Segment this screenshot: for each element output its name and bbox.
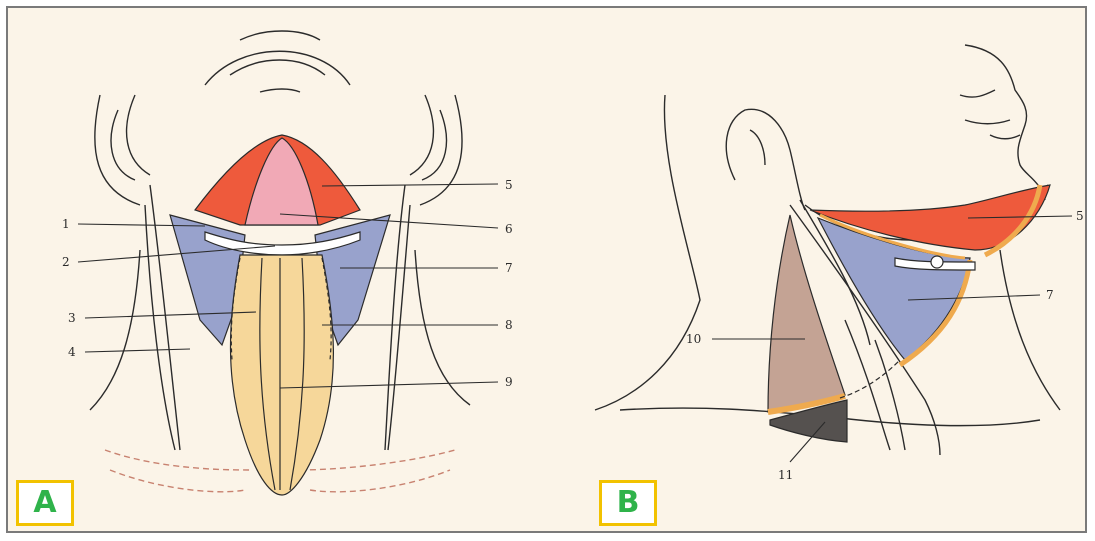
- neck-right-outline: [385, 185, 405, 450]
- nape-outline: [595, 95, 700, 410]
- label-2: 2: [62, 255, 70, 269]
- label-8: 8: [505, 318, 513, 332]
- ear-outline: [726, 109, 805, 210]
- label-10: 10: [686, 332, 701, 346]
- label-11: 11: [778, 468, 793, 482]
- yellow-region-a: [230, 255, 333, 495]
- panel-a-tag: A: [16, 480, 74, 526]
- label-7: 7: [1046, 288, 1054, 302]
- panel-b-tag: B: [599, 480, 657, 526]
- chin-outline: [205, 51, 350, 85]
- label-9: 9: [505, 375, 513, 389]
- label-5: 5: [1076, 209, 1084, 223]
- label-1: 1: [62, 217, 70, 231]
- label-6: 6: [505, 222, 513, 236]
- panel-a-regions: [170, 135, 390, 495]
- label-4: 4: [68, 345, 76, 359]
- panel-b-regions: [768, 185, 1050, 442]
- label-3: 3: [68, 311, 76, 325]
- label-5: 5: [505, 178, 513, 192]
- label-7: 7: [505, 261, 513, 275]
